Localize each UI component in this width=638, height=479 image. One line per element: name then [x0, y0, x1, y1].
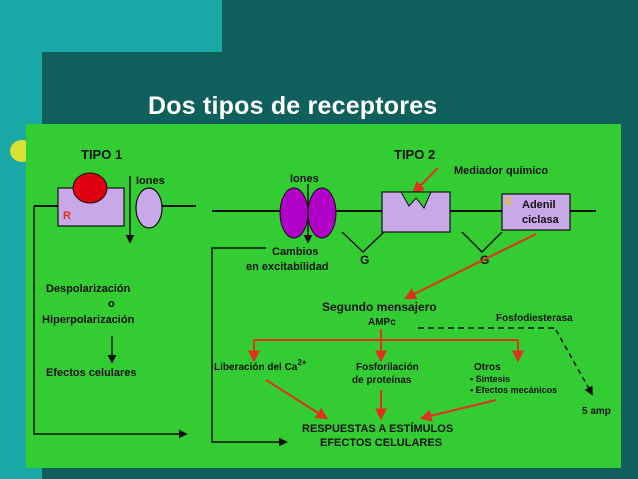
- tipo2-channel-right: [307, 187, 337, 239]
- g-left-label: G: [360, 253, 369, 267]
- liberacion-label: Liberación del Ca2+: [214, 358, 307, 373]
- proteinas-label: de proteínas: [352, 375, 412, 386]
- tipo1-efectos: Efectos celulares: [46, 367, 137, 379]
- tipo1-feedback-line: [33, 206, 188, 439]
- tipo2-section: TIPO 2 Mediador químico Iones Cambios en…: [211, 147, 611, 449]
- tipo1-receptor-label: R: [63, 210, 71, 222]
- tipo2-cambios: Cambios: [272, 246, 318, 258]
- tipo1-despolarizacion: Despolarización: [46, 283, 131, 295]
- fosfodiesterasa-label: Fosfodiesterasa: [496, 313, 573, 324]
- tipo1-o: o: [108, 298, 115, 310]
- tipo2-excitabilidad: en excitabilidad: [246, 261, 329, 273]
- response-arrow-right: [419, 399, 497, 422]
- tipo2-binding-site: [400, 191, 432, 209]
- tipo2-channel-left: [279, 187, 309, 239]
- mediador-arrow: [412, 167, 439, 194]
- slide-title: Dos tipos de receptores: [148, 92, 438, 120]
- tipo2-heading: TIPO 2: [394, 147, 435, 162]
- enzyme-letter: E: [505, 196, 512, 208]
- response-arrow-left: [265, 379, 329, 420]
- tipo1-heading: TIPO 1: [81, 147, 122, 162]
- adenil-ciclasa-enzyme: [501, 193, 571, 231]
- ciclasa-label: ciclasa: [522, 214, 560, 226]
- sintesis-label: • Síntesis: [470, 374, 510, 384]
- amp5-label: 5 amp: [582, 406, 611, 417]
- enzyme-to-messenger-arrow: [403, 233, 537, 300]
- ampc-label: AMPc: [368, 317, 396, 328]
- segundo-mensajero: Segundo mensajero: [322, 300, 437, 314]
- tipo2-feedback-line: [211, 247, 288, 447]
- degradation-dashed-arrow: [555, 329, 593, 396]
- tipo1-hiperpolarizacion: Hiperpolarización: [42, 314, 135, 326]
- g-protein-right: [461, 231, 503, 254]
- rounded-corner: [42, 52, 102, 112]
- tipo2-mediador-label: Mediador químico: [454, 165, 548, 177]
- tipo2-iones-label: Iones: [290, 173, 319, 185]
- tipo1-ligand: [72, 172, 108, 204]
- g-protein-left: [341, 231, 385, 254]
- mecanicos-label: • Efectos mecánicos: [470, 385, 557, 395]
- tipo1-ion-channel: [135, 187, 163, 229]
- tipo1-iones-label: Iones: [136, 175, 165, 187]
- respuestas-label: RESPUESTAS A ESTÍMULOS: [302, 422, 453, 435]
- otros-label: Otros: [474, 362, 501, 373]
- adenil-label: Adenil: [522, 199, 556, 211]
- receptor-diagram: TIPO 1 R Iones Despolarización o Hiperpo…: [26, 124, 621, 468]
- efectos-celulares-label: EFECTOS CELULARES: [320, 437, 442, 449]
- tipo1-section: TIPO 1 R Iones Despolarización o Hiperpo…: [33, 147, 196, 439]
- fosforilacion-label: Fosforilación: [356, 362, 419, 373]
